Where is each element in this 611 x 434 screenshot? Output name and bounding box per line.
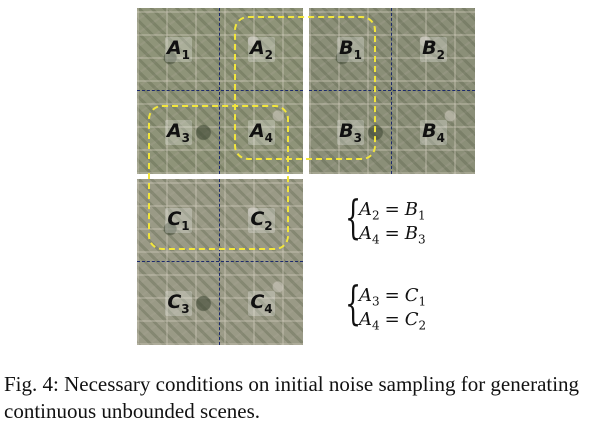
tile-c-vertical-divider xyxy=(219,179,220,345)
label-b4: B4 xyxy=(420,120,447,145)
equation-a3-c1: A3=C1 xyxy=(359,285,427,309)
label-a1: A1 xyxy=(164,37,193,62)
label-a3: A3 xyxy=(164,120,193,145)
label-b2: B2 xyxy=(420,37,447,62)
equation-group-a-c: { A3=C1 A4=C2 xyxy=(345,276,465,339)
left-brace: { xyxy=(345,276,362,330)
overlap-box-a-b xyxy=(234,16,376,160)
tile-b-image: B1 B2 B3 B4 xyxy=(309,8,475,174)
tile-a-image: A1 A2 A3 A4 xyxy=(137,8,303,174)
label-c2: C2 xyxy=(248,208,275,233)
figure-caption: Fig. 4: Necessary conditions on initial … xyxy=(4,372,580,423)
tile-b-horizontal-divider xyxy=(309,90,475,91)
left-brace: { xyxy=(345,190,362,244)
label-b1: B1 xyxy=(337,37,364,62)
label-c1: C1 xyxy=(165,208,192,233)
tile-a-horizontal-divider xyxy=(137,90,303,91)
tile-c-image: C1 C2 C3 C4 xyxy=(137,179,303,345)
equation-a2-b1: A2=B1 xyxy=(359,199,426,223)
tile-a-vertical-divider xyxy=(219,8,220,174)
overlap-box-a-c xyxy=(148,105,289,250)
tile-c-horizontal-divider xyxy=(137,261,303,262)
label-a4: A4 xyxy=(247,120,276,145)
label-a2: A2 xyxy=(247,37,276,62)
equation-a4-c2: A4=C2 xyxy=(359,309,427,333)
equation-group-a-b: { A2=B1 A4=B3 xyxy=(345,190,465,253)
label-c4: C4 xyxy=(248,291,275,316)
tile-b-vertical-divider xyxy=(391,8,392,174)
label-c3: C3 xyxy=(165,291,192,316)
equation-a4-b3: A4=B3 xyxy=(359,223,426,247)
label-b3: B3 xyxy=(337,120,364,145)
